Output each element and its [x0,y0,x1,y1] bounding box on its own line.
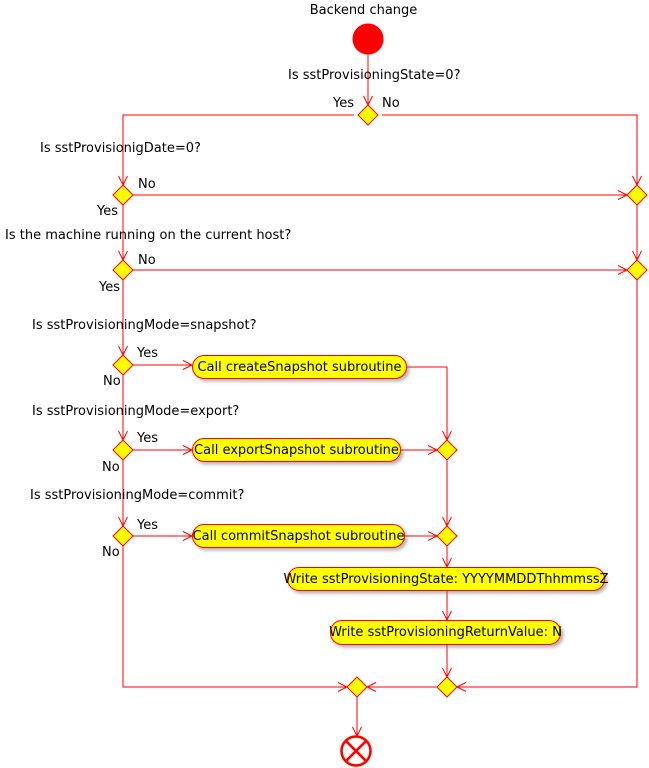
question-mode-export: Is sstProvisioningMode=export? [32,404,240,419]
question-provisioning-state: Is sstProvisioningState=0? [288,68,461,83]
decision-mode-export [112,439,134,461]
branch-no-mode-snapshot: No [103,374,121,389]
activity-call-create-snapshot: Call createSnapshot subroutine [192,355,407,379]
branch-yes-provisioning-date: Yes [97,204,118,219]
decision-mode-commit [112,525,134,547]
branch-yes-provisioning-state: Yes [333,96,354,111]
branch-no-mode-commit: No [102,545,120,560]
edge-left-rail-yes [122,114,354,688]
decision-provisioning-date [112,184,134,206]
decision-mode-snapshot [112,354,134,376]
question-mode-snapshot: Is sstProvisioningMode=snapshot? [32,318,257,333]
activity-write-provisioning-state: Write sstProvisioningState: YYYYMMDDThhm… [283,567,609,591]
branch-no-provisioning-state: No [382,96,400,111]
branch-yes-mode-export: Yes [137,431,158,446]
decision-provisioning-state [357,104,379,126]
merge-right-1 [626,184,648,206]
branch-no-provisioning-date: No [138,177,156,192]
diagram-title: Backend change [309,3,418,18]
activity-call-export-snapshot: Call exportSnapshot subroutine [192,438,401,462]
edge-create-to-mergeA [407,366,448,440]
merge-bottom-right [436,676,458,698]
merge-right-2 [626,259,648,281]
merge-commit [436,525,458,547]
question-mode-commit: Is sstProvisioningMode=commit? [30,488,245,503]
merge-bottom-left [346,676,368,698]
activity-call-commit-snapshot: Call commitSnapshot subroutine [192,524,405,548]
activity-write-provisioning-return-value: Write sstProvisioningReturnValue: N [329,620,562,645]
merge-snapshot-export [436,439,458,461]
branch-yes-mode-commit: Yes [137,518,158,533]
branch-no-mode-export: No [102,460,120,475]
start-node [352,23,384,55]
branch-no-machine-running: No [138,253,156,268]
edge-right-rail-no [382,114,638,688]
branch-yes-mode-snapshot: Yes [137,346,158,361]
decision-machine-running [112,259,134,281]
branch-yes-machine-running: Yes [99,280,120,295]
question-machine-running: Is the machine running on the current ho… [5,228,292,243]
question-provisioning-date: Is sstProvisionigDate=0? [40,141,201,156]
end-node [340,735,372,767]
